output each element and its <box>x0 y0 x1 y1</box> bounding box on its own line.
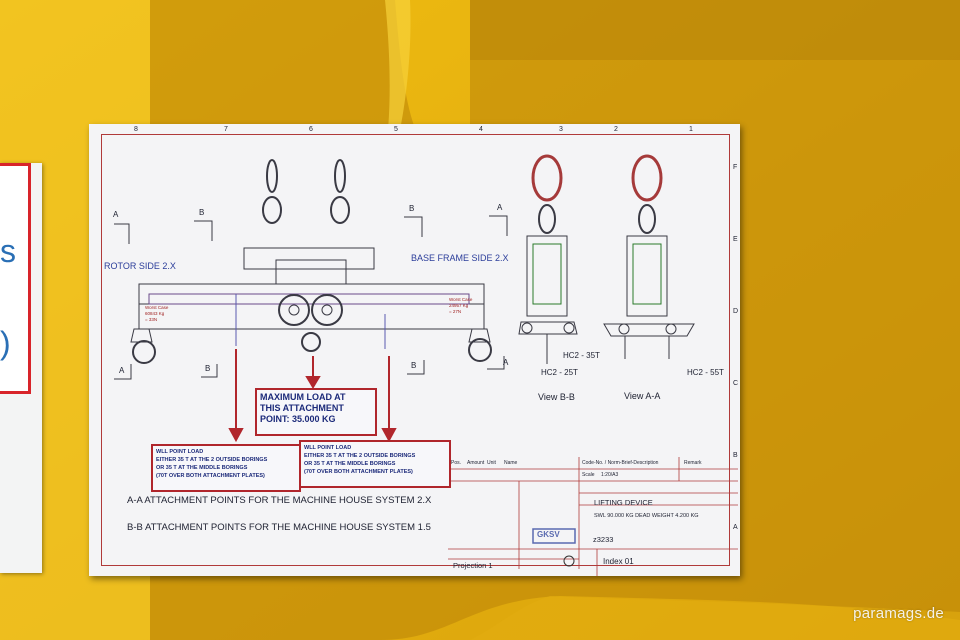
tb-amount: Amount <box>467 460 485 466</box>
left-sign-red-border <box>0 163 31 394</box>
section-mark: B <box>205 364 211 373</box>
left-sign-text-bottom: ) <box>0 325 11 361</box>
light-streak <box>385 0 411 130</box>
tb-projection: Projection 1 <box>453 561 493 570</box>
ruler-right-f: F <box>733 164 738 171</box>
tb-drawing-number: z3233 <box>593 535 614 544</box>
tb-name: Name <box>504 460 518 466</box>
ruler-top-1: 1 <box>689 126 693 133</box>
section-mark: A <box>503 358 509 367</box>
drawing-frame <box>101 134 730 566</box>
tb-index: Index 01 <box>603 557 634 566</box>
section-mark: A <box>497 203 503 212</box>
ruler-top-3: 3 <box>559 126 563 133</box>
hc2-35t-label: HC2 - 35T <box>563 351 600 360</box>
ruler-top-4: 4 <box>479 126 483 133</box>
watermark: paramags.de <box>853 605 944 622</box>
view-bb-label: View B-B <box>538 392 575 402</box>
tb-code: Code-No. / Norm-Brief-Description <box>582 460 659 466</box>
ruler-right-d: D <box>733 308 739 315</box>
ruler-right-b: B <box>733 452 738 459</box>
note-bb: B-B ATTACHMENT POINTS FOR THE MACHINE HO… <box>127 522 431 533</box>
ruler-top-8: 8 <box>134 126 138 133</box>
section-mark: A <box>119 366 125 375</box>
hc2-25t-label: HC2 - 25T <box>541 368 578 377</box>
section-mark: B <box>409 204 415 213</box>
ruler-right-e: E <box>733 236 738 243</box>
gksv-logo: GKSV <box>537 530 560 539</box>
tb-pos: Pos. <box>451 460 462 466</box>
rotor-side-label: ROTOR SIDE 2.X <box>104 261 176 271</box>
base-frame-side-label: BASE FRAME SIDE 2.X <box>411 253 509 263</box>
ruler-top-7: 7 <box>224 126 228 133</box>
ruler-top-6: 6 <box>309 126 313 133</box>
left-sign: s ) <box>0 163 42 573</box>
ruler-top-5: 5 <box>394 126 398 133</box>
ruler-top-2: 2 <box>614 126 618 133</box>
tb-swl: SWL 90.000 KG DEAD WEIGHT 4.200 KG <box>594 513 699 519</box>
ruler-right-c: C <box>733 380 739 387</box>
ruler-right-a: A <box>733 524 738 531</box>
tb-unit: Unit <box>487 460 496 466</box>
technical-drawing-plate: 8 7 6 5 4 3 2 1 F E D C B A <box>89 124 740 576</box>
lifting-device-drawing <box>114 154 738 576</box>
tb-scale: Scale <box>582 472 595 478</box>
tb-title: LIFTING DEVICE <box>594 498 653 507</box>
tb-remark: Remark <box>684 460 702 466</box>
note-aa: A-A ATTACHMENT POINTS FOR THE MACHINE HO… <box>127 495 432 506</box>
left-sign-text-top: s <box>0 233 16 269</box>
section-mark: A <box>113 210 119 219</box>
tb-scale-value: 1:20/A3 <box>601 472 619 478</box>
section-mark: B <box>411 361 417 370</box>
view-aa-label: View A-A <box>624 391 661 401</box>
hc2-55t-label: HC2 - 55T <box>687 368 724 377</box>
section-mark: B <box>199 208 205 217</box>
